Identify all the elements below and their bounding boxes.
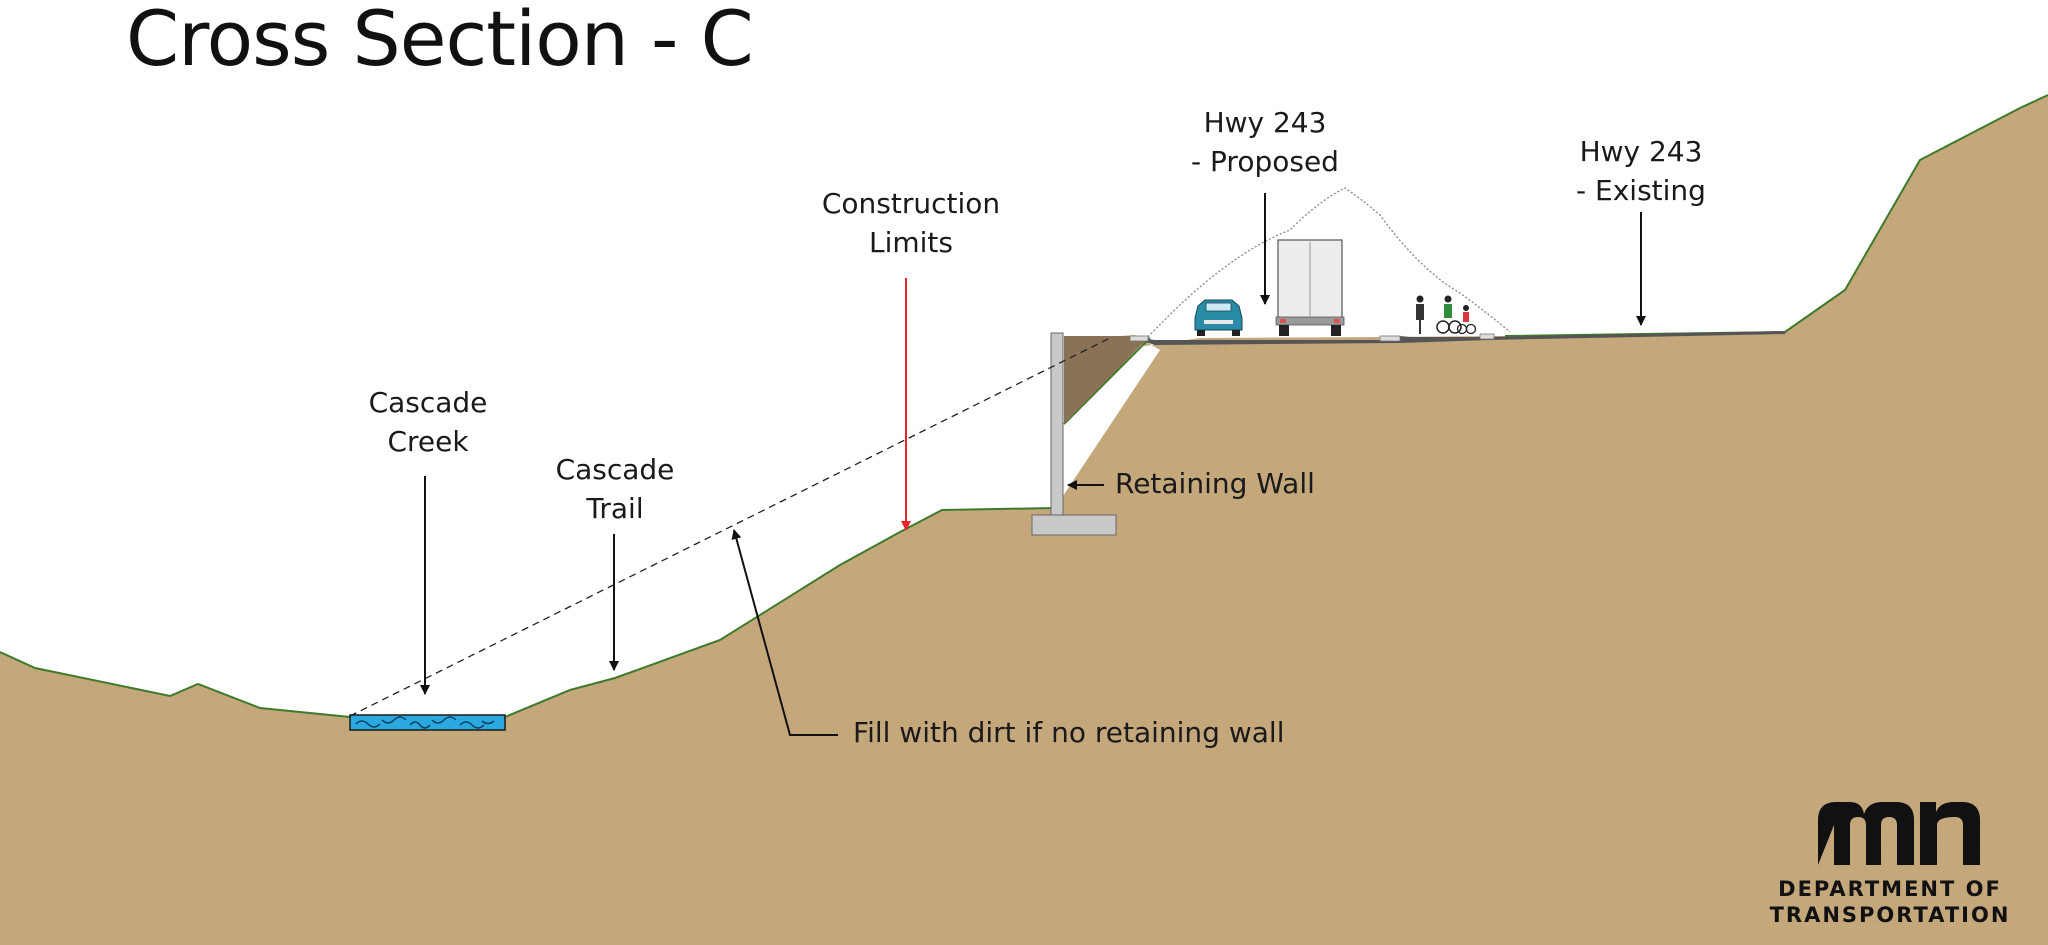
car-icon	[1194, 299, 1243, 336]
label-construction-limits-line1: Construction	[821, 187, 1001, 220]
label-hwy-existing-line2: - Existing	[1576, 174, 1706, 207]
highway-surface	[1129, 331, 1785, 345]
mndot-logo-icon	[1818, 802, 1980, 865]
logo-line1: DEPARTMENT OF	[1778, 877, 2002, 901]
label-cascade-trail-line1: Cascade	[555, 453, 675, 486]
label-hwy-proposed: Hwy 243 - Proposed	[1170, 103, 1360, 181]
retaining-wall	[1031, 332, 1117, 536]
ground-surface-line	[0, 94, 2048, 718]
mndot-logo-text: DEPARTMENT OF TRANSPORTATION	[1760, 876, 2020, 928]
page-title: Cross Section - C	[126, 0, 754, 83]
label-hwy-existing: Hwy 243 - Existing	[1546, 132, 1736, 210]
fill-line-dashed	[349, 336, 1113, 717]
ground-profile	[0, 95, 2048, 945]
label-cascade-trail: Cascade Trail	[545, 450, 685, 528]
truck-icon	[1275, 239, 1345, 336]
label-cascade-creek-line1: Cascade	[368, 386, 488, 419]
creek-texture	[355, 716, 495, 729]
label-retaining-wall: Retaining Wall	[1115, 467, 1315, 500]
cyclist-icon	[1436, 295, 1462, 334]
label-fill-note: Fill with dirt if no retaining wall	[853, 716, 1285, 749]
label-construction-limits-line2: Limits	[869, 226, 953, 259]
label-hwy-existing-line1: Hwy 243	[1579, 135, 1703, 168]
label-hwy-proposed-line2: - Proposed	[1191, 145, 1339, 178]
label-cascade-trail-line2: Trail	[586, 492, 644, 525]
clearance-envelope	[1147, 187, 1511, 338]
label-construction-limits: Construction Limits	[806, 184, 1016, 262]
fill-note-arrow	[731, 529, 838, 736]
child-cyclist-icon	[1456, 305, 1477, 335]
cascade-creek-water	[349, 714, 506, 731]
logo-line2: TRANSPORTATION	[1769, 903, 2011, 927]
pedestrian-icon	[1416, 295, 1424, 334]
label-cascade-creek: Cascade Creek	[358, 383, 498, 461]
label-cascade-creek-line2: Creek	[387, 425, 469, 458]
fill-slope-behind-wall	[1064, 336, 1150, 424]
label-hwy-proposed-line1: Hwy 243	[1203, 106, 1327, 139]
